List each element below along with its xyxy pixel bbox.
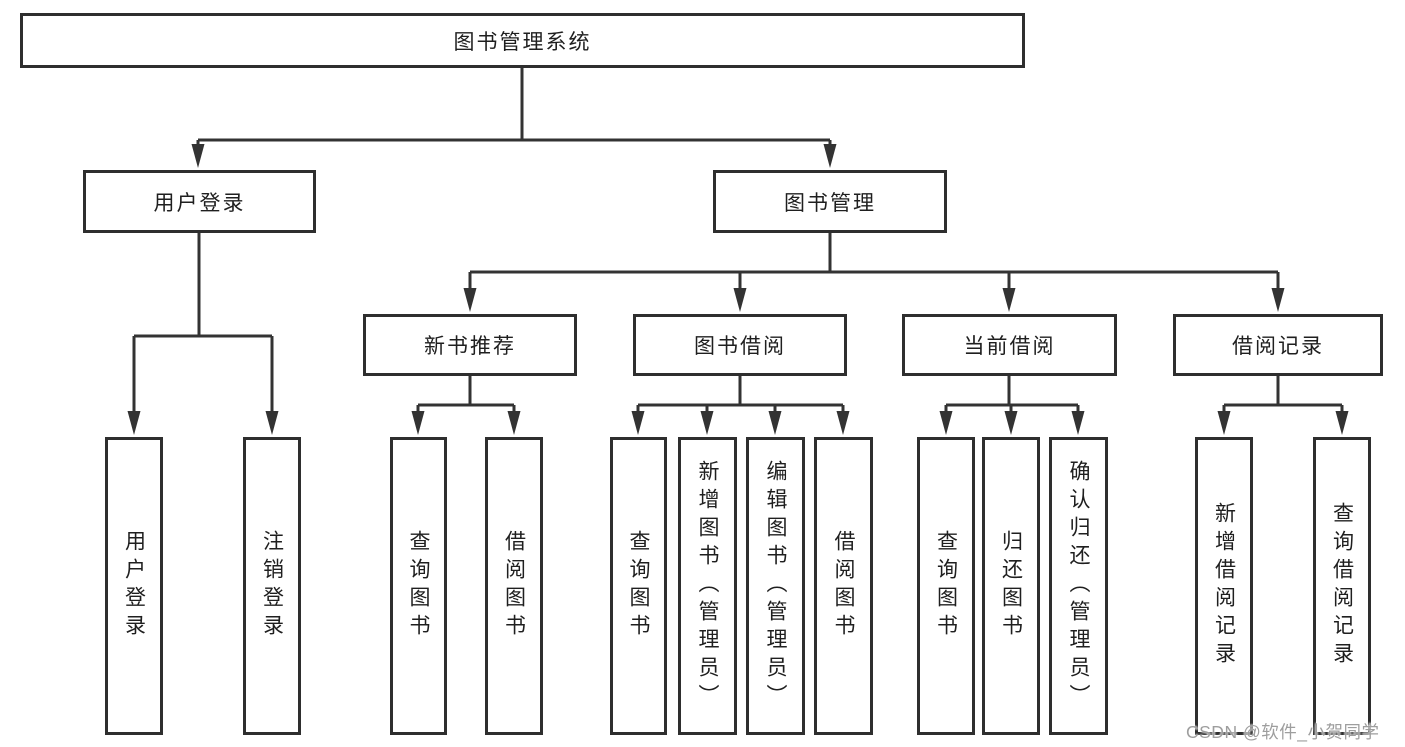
- edge-bookmgmt-to-level3: [468, 233, 1280, 304]
- node-label: 图书管理: [784, 191, 876, 215]
- leaf-add-borrow-record: 新增借阅记录: [1195, 437, 1253, 735]
- node-label: 确认归还（管理员）: [1067, 460, 1091, 712]
- node-current-borrow: 当前借阅: [902, 314, 1117, 376]
- node-label: 借阅图书: [502, 530, 526, 642]
- edge-bookborrow-to-children: [636, 376, 845, 427]
- leaf-query-books-recommend: 查询图书: [390, 437, 447, 735]
- edge-root-to-level2: [196, 68, 832, 158]
- node-label: 归还图书: [999, 530, 1023, 642]
- node-borrow-records: 借阅记录: [1173, 314, 1383, 376]
- leaf-add-books-admin: 新增图书（管理员）: [678, 437, 737, 735]
- arrowheads: [127, 144, 1349, 435]
- node-label: 查询图书: [934, 530, 958, 642]
- node-label: 新增图书（管理员）: [696, 460, 720, 712]
- leaf-query-books-borrow: 查询图书: [610, 437, 667, 735]
- node-label: 新书推荐: [424, 335, 516, 358]
- node-label: 借阅图书: [832, 530, 856, 642]
- leaf-confirm-return-admin: 确认归还（管理员）: [1049, 437, 1108, 735]
- node-label: 当前借阅: [963, 335, 1056, 358]
- node-new-book-recommend: 新书推荐: [363, 314, 577, 376]
- leaf-query-borrow-record: 查询借阅记录: [1313, 437, 1371, 735]
- leaf-borrow-books-recommend: 借阅图书: [485, 437, 543, 735]
- leaf-return-books: 归还图书: [982, 437, 1040, 735]
- leaf-edit-books-admin: 编辑图书（管理员）: [746, 437, 805, 735]
- node-library-management-system: 图书管理系统: [20, 13, 1025, 68]
- node-book-management: 图书管理: [713, 170, 947, 233]
- node-label: 查询图书: [627, 530, 651, 642]
- node-label: 注销登录: [260, 530, 284, 642]
- leaf-logout: 注销登录: [243, 437, 301, 735]
- edge-borrowrecords-to-children: [1222, 376, 1344, 427]
- node-label: 图书借阅: [694, 335, 786, 358]
- node-label: 查询借阅记录: [1330, 502, 1354, 670]
- leaf-query-books-current: 查询图书: [917, 437, 975, 735]
- leaf-user-login: 用户登录: [105, 437, 163, 735]
- node-user-login: 用户登录: [83, 170, 316, 233]
- node-label: 用户登录: [122, 530, 146, 642]
- watermark: CSDN @软件_小贺同学: [1186, 722, 1380, 742]
- edge-userlogin-to-children: [132, 233, 274, 427]
- node-label: 查询图书: [407, 530, 431, 642]
- node-label: 编辑图书（管理员）: [764, 460, 788, 712]
- node-label: 用户登录: [153, 191, 246, 215]
- node-label: 新增借阅记录: [1212, 502, 1236, 670]
- node-label: 图书管理系统: [453, 30, 592, 54]
- node-book-borrow: 图书借阅: [633, 314, 847, 376]
- leaf-borrow-books: 借阅图书: [814, 437, 873, 735]
- node-label: 借阅记录: [1232, 335, 1324, 358]
- edge-newbook-to-children: [416, 376, 516, 427]
